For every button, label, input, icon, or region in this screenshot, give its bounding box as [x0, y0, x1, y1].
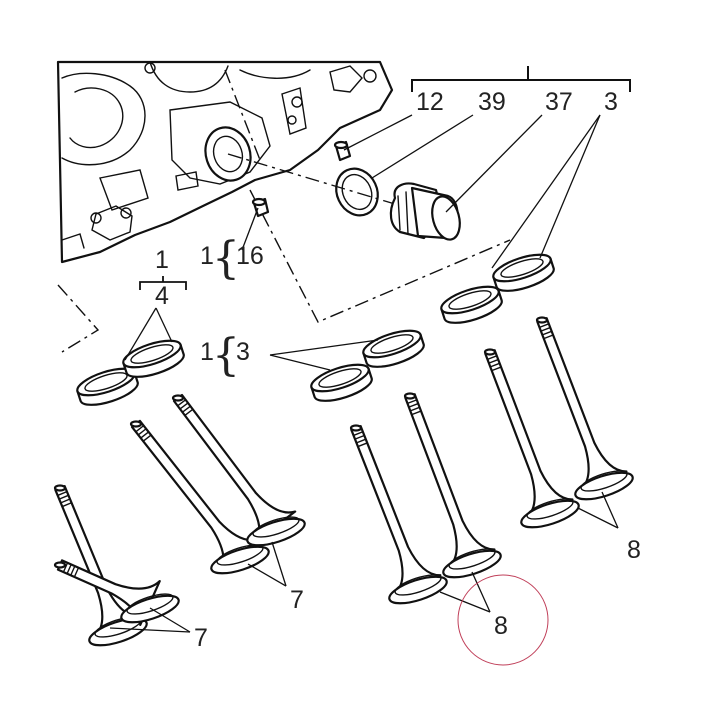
shim-right-b	[492, 253, 555, 292]
cylinder-head	[56, 60, 394, 264]
valves-group	[53, 253, 634, 647]
exhaust-valve-right-a	[483, 348, 580, 529]
callout-labels: 12 39 37 3 1 { 16 1 4 1 { 3 8 8 7 7	[155, 88, 641, 652]
callout-3-mid: 3	[236, 338, 250, 366]
plug-37	[389, 182, 461, 241]
callout-1-qty-b: 1	[155, 246, 169, 274]
brace-c: {	[212, 330, 240, 381]
callout-7-mid: 7	[290, 586, 304, 614]
callout-39: 39	[478, 88, 506, 116]
intake-valve-left-a	[129, 419, 270, 575]
callout-7-low: 7	[194, 624, 208, 652]
shim-mid-b	[362, 329, 425, 368]
leader-lines	[109, 114, 619, 633]
shim-left-b	[122, 339, 185, 378]
callout-3-top: 3	[604, 88, 618, 116]
exhaust-valve-right-b	[535, 316, 634, 501]
callout-8-mid: 8	[494, 612, 508, 640]
callout-8-right: 8	[627, 536, 641, 564]
intake-valve-left-b	[171, 393, 306, 547]
callout-16: 16	[236, 242, 264, 270]
group-bracket	[411, 66, 631, 92]
callout-1-qty-c: 1	[200, 338, 214, 366]
exhaust-valve-mid-a	[349, 424, 448, 605]
exhaust-valve-mid-b	[403, 392, 502, 579]
callout-4: 4	[155, 282, 169, 310]
intake-valve-low-b	[53, 559, 180, 627]
group-bracket-small	[139, 276, 187, 290]
callout-37: 37	[545, 88, 573, 116]
highlight-circle	[457, 574, 549, 666]
callout-1-qty-a: 1	[200, 242, 214, 270]
dowel-12	[333, 140, 352, 162]
brace-a: {	[212, 233, 240, 284]
callout-12: 12	[416, 88, 444, 116]
shim-right-a	[440, 285, 503, 324]
o-ring-39	[335, 167, 379, 217]
shim-mid-a	[310, 363, 373, 402]
